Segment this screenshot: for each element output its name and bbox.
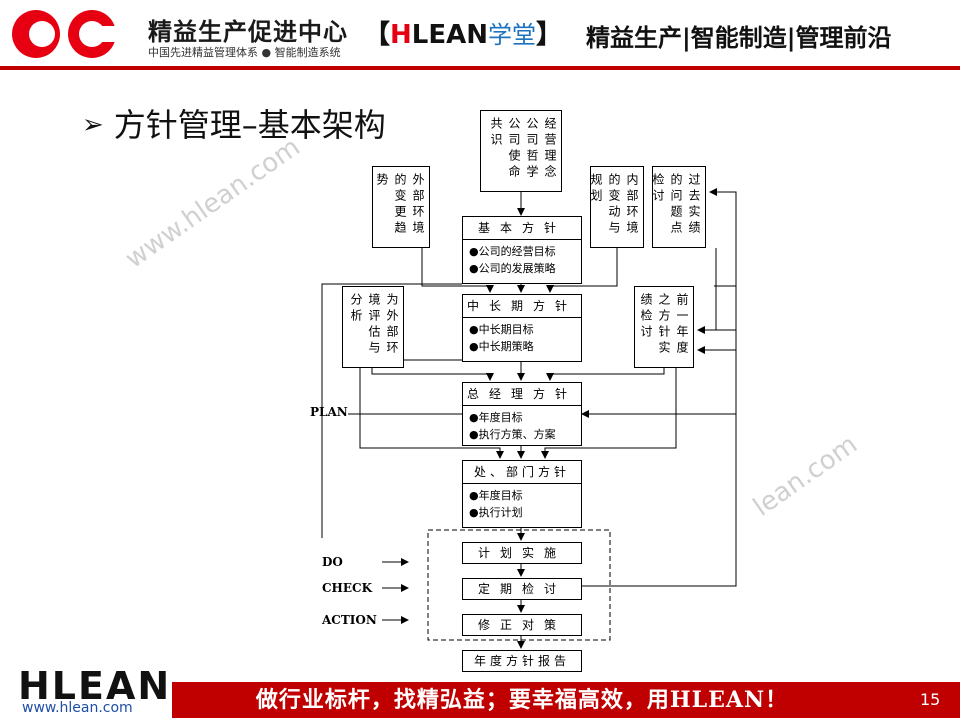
bullet-arrow-icon: ➢ bbox=[82, 110, 104, 140]
basic-policy-item: ●公司的经营目标 bbox=[469, 245, 556, 258]
footer-bar bbox=[172, 682, 960, 718]
header-divider bbox=[0, 66, 960, 70]
mission-philosophy-box: 经营理念公司哲学公司使命共识 bbox=[480, 110, 562, 192]
midterm-policy-box: 中长期方针 ●中长期目标 ●中长期策略 bbox=[462, 294, 582, 362]
annual-policy-report: 年度方针报告 bbox=[462, 650, 582, 672]
general-manager-policy-box: 总经理方针 ●年度目标 ●执行方策、方案 bbox=[462, 382, 582, 446]
brand-subtitle: 中国先进精益管理体系 ● 智能制造系统 bbox=[148, 46, 341, 59]
footer-url[interactable]: www.hlean.com bbox=[22, 700, 133, 716]
step-periodic-review: 定期检讨 bbox=[462, 578, 582, 600]
footer-slogan: 做行业标杆，找精弘益；要幸福高效，用HLEAN！ bbox=[255, 687, 789, 713]
gm-policy-title: 总经理方针 bbox=[463, 383, 581, 406]
external-environment-box: 外部环境的变更趋势 bbox=[372, 166, 430, 248]
brand-title: 精益生产促进中心 bbox=[148, 18, 348, 46]
step-corrective-action: 修正对策 bbox=[462, 614, 582, 636]
dept-policy-item: ●执行计划 bbox=[469, 506, 523, 519]
do-label: DO bbox=[322, 555, 343, 569]
basic-policy-item: ●公司的发展策略 bbox=[469, 262, 556, 275]
company-logo-icon bbox=[12, 10, 124, 58]
action-label: ACTION bbox=[322, 613, 377, 627]
check-label: CHECK bbox=[322, 581, 373, 595]
internal-environment-box: 内部环境的变动与规划 bbox=[589, 166, 644, 248]
past-performance-box: 过去实绩的问题点检讨 bbox=[651, 166, 706, 248]
page-number: 15 bbox=[920, 690, 941, 709]
midterm-policy-item: ●中长期策略 bbox=[469, 340, 534, 353]
midterm-policy-item: ●中长期目标 bbox=[469, 323, 534, 336]
footer-logo: HLEAN bbox=[18, 664, 172, 708]
header-tagline: 精益生产|智能制造|管理前沿 bbox=[586, 24, 892, 52]
basic-policy-box: 基本方针 ●公司的经营目标 ●公司的发展策略 bbox=[462, 216, 582, 284]
slide-header: 精益生产促进中心 中国先进精益管理体系 ● 智能制造系统 【HLEAN学堂】 精… bbox=[0, 0, 960, 72]
hlean-school-label: 【HLEAN学堂】 bbox=[364, 20, 563, 50]
environment-evaluation-box: 为外部环境评估与分析 bbox=[342, 286, 404, 368]
step-implementation: 计划实施 bbox=[462, 542, 582, 564]
gm-policy-item: ●执行方策、方案 bbox=[469, 428, 556, 441]
dept-policy-title: 处、部门方针 bbox=[463, 461, 581, 484]
page-title: ➢方针管理–基本架构 bbox=[82, 106, 386, 144]
previous-year-review-box: 前一年度之方针实绩检讨 bbox=[634, 286, 694, 368]
basic-policy-title: 基本方针 bbox=[463, 217, 581, 240]
department-policy-box: 处、部门方针 ●年度目标 ●执行计划 bbox=[462, 460, 582, 528]
plan-label: PLAN bbox=[310, 405, 348, 419]
gm-policy-item: ●年度目标 bbox=[469, 411, 523, 424]
midterm-policy-title: 中长期方针 bbox=[463, 295, 581, 318]
dept-policy-item: ●年度目标 bbox=[469, 489, 523, 502]
